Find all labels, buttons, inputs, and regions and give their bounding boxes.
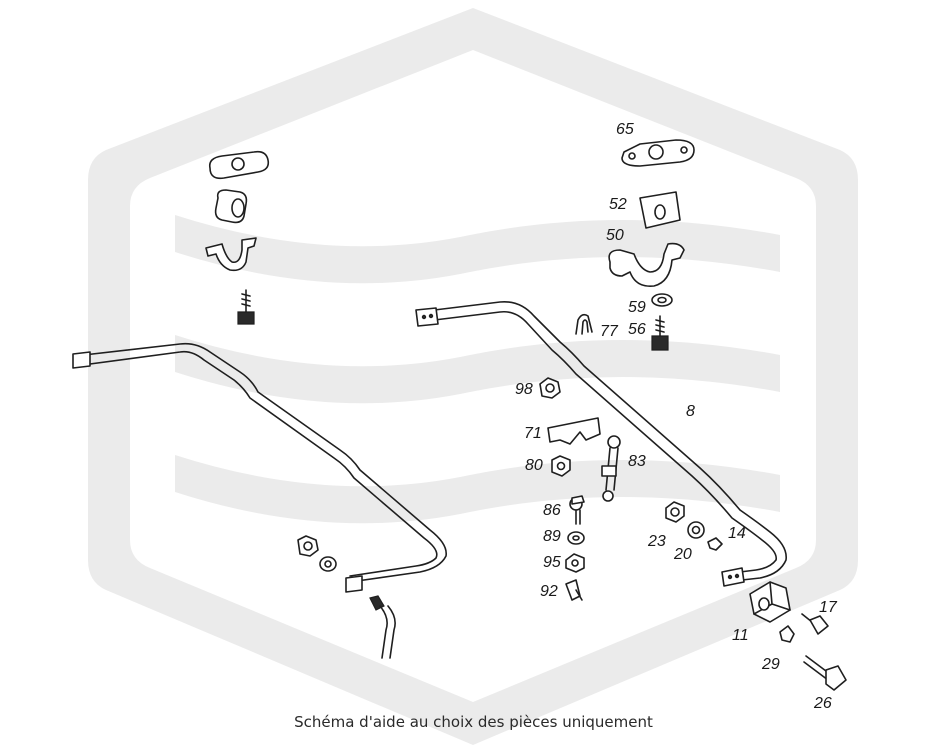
part-83-link-rod xyxy=(601,435,621,502)
part-98-nut xyxy=(539,377,561,399)
part-23-nut xyxy=(665,501,685,523)
label-89: 89 xyxy=(543,528,561,545)
label-80: 80 xyxy=(525,457,543,474)
part-89-washer xyxy=(567,531,585,545)
label-17: 17 xyxy=(819,599,838,616)
label-59: 59 xyxy=(628,299,646,316)
part-86-ball-joint xyxy=(569,495,585,525)
label-20: 20 xyxy=(673,546,692,563)
label-23: 23 xyxy=(647,533,666,550)
part-92-ball-joint xyxy=(565,579,583,601)
left-rubber-bushing xyxy=(214,189,248,224)
diagram-caption: Schéma d'aide au choix des pièces unique… xyxy=(294,713,653,731)
label-92: 92 xyxy=(540,583,558,600)
watermark-logo xyxy=(88,8,858,745)
label-98: 98 xyxy=(515,381,533,398)
left-bolt xyxy=(237,289,255,325)
part-59-washer xyxy=(651,293,673,307)
label-52: 52 xyxy=(609,196,627,213)
part-8-stabilizer-bar xyxy=(415,300,787,587)
label-56: 56 xyxy=(628,321,646,338)
part-20-washer xyxy=(687,521,705,539)
left-bracket-clamp xyxy=(205,237,257,272)
label-65: 65 xyxy=(616,121,634,138)
label-50: 50 xyxy=(606,227,624,244)
label-71: 71 xyxy=(524,425,542,442)
label-29: 29 xyxy=(761,656,780,673)
part-29-clip xyxy=(779,625,795,643)
label-26: 26 xyxy=(813,695,832,712)
part-95-nut xyxy=(565,553,585,573)
left-nut xyxy=(297,535,319,557)
label-14: 14 xyxy=(728,525,746,542)
part-17-bolt xyxy=(801,613,829,635)
label-86: 86 xyxy=(543,502,561,519)
part-11-bracket-block xyxy=(749,581,791,623)
part-14-bushing xyxy=(707,537,723,551)
part-number-labels: 65 52 50 59 77 56 98 8 71 83 80 86 89 95… xyxy=(515,121,838,712)
part-77-u-clip xyxy=(575,313,593,335)
part-52-rubber-bushing xyxy=(639,191,681,229)
label-8: 8 xyxy=(686,403,695,420)
part-71-bracket xyxy=(547,417,601,445)
left-mount-plate xyxy=(208,150,270,180)
label-11: 11 xyxy=(732,627,749,644)
part-65-mount-plate xyxy=(621,139,695,167)
part-80-nut xyxy=(551,455,571,477)
left-stabilizer-bar xyxy=(72,342,447,593)
left-link-rod xyxy=(369,595,396,659)
label-95: 95 xyxy=(543,554,561,571)
part-50-bracket-clamp xyxy=(608,242,685,288)
left-washer xyxy=(319,556,337,572)
label-77: 77 xyxy=(600,323,619,340)
part-56-bolt xyxy=(651,315,669,351)
part-26-bolt xyxy=(803,655,847,691)
label-83: 83 xyxy=(628,453,646,470)
